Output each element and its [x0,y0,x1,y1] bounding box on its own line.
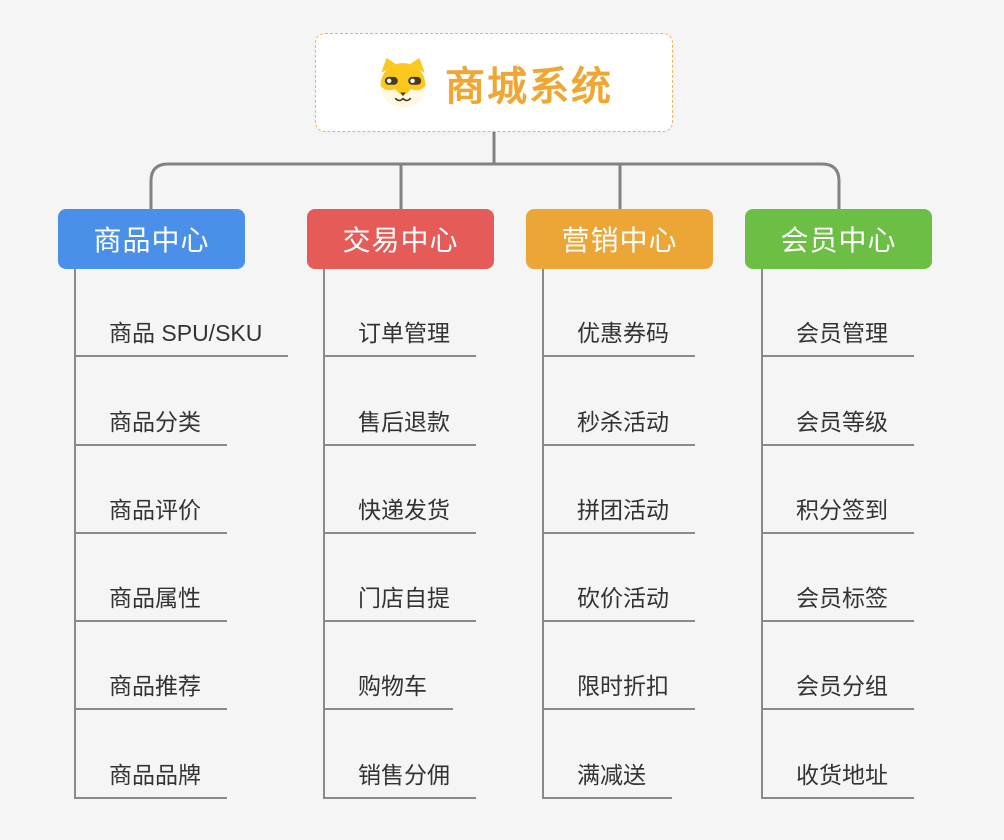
child-node[interactable]: 会员标签 [763,534,914,623]
branch: 交易中心 订单管理 售后退款 快递发货 门店自提 购物车 销售分佣 [307,209,537,799]
child-node[interactable]: 商品推荐 [76,622,227,711]
child-node-label: 会员管理 [763,314,914,358]
branch: 会员中心 会员管理 会员等级 积分签到 会员标签 会员分组 收货地址 [745,209,975,799]
child-node-label: 砍价活动 [544,579,695,623]
shiba-dog-icon [375,57,431,109]
child-node[interactable]: 积分签到 [763,446,914,534]
child-node-label: 商品 SPU/SKU [76,314,289,358]
branch-header[interactable]: 交易中心 [307,209,494,269]
branch-children: 优惠券码 秒杀活动 拼团活动 砍价活动 限时折扣 满减送 [542,269,756,799]
child-node[interactable]: 销售分佣 [325,710,476,799]
child-node-label: 购物车 [325,667,453,711]
branch-label: 交易中心 [342,225,459,256]
child-node[interactable]: 秒杀活动 [544,357,695,446]
child-node-label: 快递发货 [325,491,476,534]
branch-children: 商品 SPU/SKU 商品分类 商品评价 商品属性 商品推荐 商品品牌 [74,269,289,799]
child-node[interactable]: 优惠券码 [544,269,695,358]
child-node-label: 会员分组 [763,667,914,711]
child-node[interactable]: 商品评价 [76,446,227,534]
branch: 营销中心 优惠券码 秒杀活动 拼团活动 砍价活动 限时折扣 满减送 [526,209,756,799]
child-node[interactable]: 商品 SPU/SKU [76,269,289,358]
child-node-label: 销售分佣 [325,756,476,799]
child-node-label: 积分签到 [763,491,914,534]
branch-header[interactable]: 会员中心 [745,209,932,269]
child-node[interactable]: 商品属性 [76,534,227,623]
child-node-label: 商品分类 [76,403,227,446]
child-node-label: 会员等级 [763,403,914,446]
root-title: 商城系统 [445,64,613,109]
child-node-label: 限时折扣 [544,667,695,711]
child-node[interactable]: 限时折扣 [544,622,695,711]
child-node-label: 商品品牌 [76,756,227,799]
branch-label: 商品中心 [93,225,210,256]
child-node-label: 拼团活动 [544,491,695,534]
child-node-label: 秒杀活动 [544,403,695,446]
child-node[interactable]: 购物车 [325,622,453,711]
branch: 商品中心 商品 SPU/SKU 商品分类 商品评价 商品属性 商品推荐 商品品牌 [58,209,289,799]
child-node[interactable]: 商品分类 [76,357,227,446]
child-node-label: 商品评价 [76,491,227,534]
child-node-label: 收货地址 [763,756,914,799]
branch-header[interactable]: 商品中心 [58,209,245,269]
child-node[interactable]: 商品品牌 [76,710,227,799]
child-node[interactable]: 门店自提 [325,534,476,623]
child-node-label: 优惠券码 [544,314,695,358]
child-node[interactable]: 售后退款 [325,357,476,446]
branch-label: 营销中心 [561,225,678,256]
child-node-label: 会员标签 [763,579,914,623]
branch-header[interactable]: 营销中心 [526,209,713,269]
child-node-label: 门店自提 [325,579,476,623]
child-node[interactable]: 拼团活动 [544,446,695,534]
child-node-label: 商品推荐 [76,667,227,711]
child-node-label: 满减送 [544,756,672,799]
branch-label: 会员中心 [780,225,897,256]
child-node[interactable]: 会员管理 [763,269,914,358]
child-node[interactable]: 快递发货 [325,446,476,534]
child-node[interactable]: 满减送 [544,710,672,799]
child-node[interactable]: 订单管理 [325,269,476,358]
branch-children: 会员管理 会员等级 积分签到 会员标签 会员分组 收货地址 [761,269,975,799]
branch-children: 订单管理 售后退款 快递发货 门店自提 购物车 销售分佣 [323,269,537,799]
child-node[interactable]: 砍价活动 [544,534,695,623]
root-node[interactable]: 商城系统 [315,33,673,132]
child-node[interactable]: 会员分组 [763,622,914,711]
child-node[interactable]: 会员等级 [763,357,914,446]
child-node-label: 商品属性 [76,579,227,623]
child-node-label: 订单管理 [325,314,476,358]
child-node-label: 售后退款 [325,403,476,446]
child-node[interactable]: 收货地址 [763,710,914,799]
